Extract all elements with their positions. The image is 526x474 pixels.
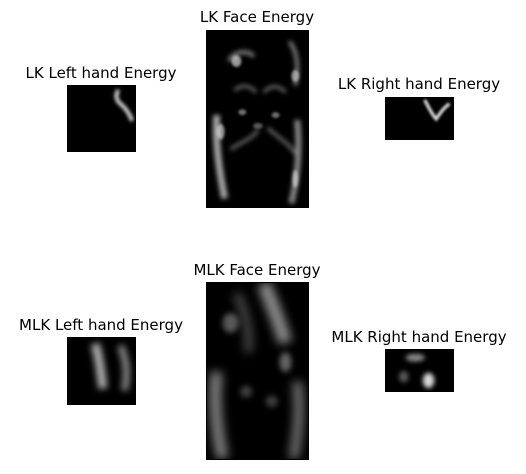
lk-left-hand-title: LK Left hand Energy (25, 64, 177, 82)
lk-face-energy-map (207, 31, 308, 207)
mlk-left-hand-energy-image (67, 337, 136, 405)
mlk-face-energy-image (206, 282, 309, 460)
mlk-face-energy-map (207, 283, 308, 459)
lk-right-hand-energy-image (385, 97, 454, 140)
lk-right-hand-title: LK Right hand Energy (337, 75, 501, 93)
lk-left-hand-energy-map (68, 86, 135, 151)
mlk-left-hand-energy-map (68, 338, 135, 404)
mlk-right-hand-energy-image (385, 349, 454, 392)
mlk-face-title: MLK Face Energy (193, 261, 321, 279)
mlk-left-hand-title: MLK Left hand Energy (19, 316, 183, 334)
lk-right-hand-energy-map (386, 98, 453, 139)
lk-face-title: LK Face Energy (199, 8, 315, 26)
lk-face-energy-image (206, 30, 309, 208)
mlk-right-hand-title: MLK Right hand Energy (331, 328, 507, 346)
lk-left-hand-energy-image (67, 85, 136, 152)
mlk-right-hand-energy-map (386, 350, 453, 391)
